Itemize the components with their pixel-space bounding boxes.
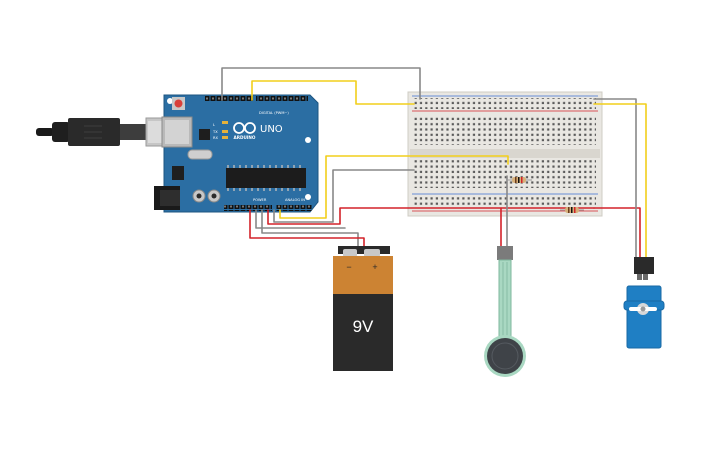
wire-red-rail[interactable]: [267, 207, 595, 225]
wire-gray-sensor[interactable]: [273, 169, 415, 223]
battery-minus-label: −: [346, 262, 351, 272]
breadboard-icon[interactable]: [407, 91, 603, 217]
l-led-label: L: [213, 123, 215, 127]
servo-motor-icon[interactable]: [623, 257, 665, 349]
wire-red-battery[interactable]: [249, 209, 365, 247]
wire-gray-power-2[interactable]: [261, 209, 359, 247]
resistor-rail-icon[interactable]: [560, 207, 584, 213]
wire-yellow-top[interactable]: [251, 80, 415, 105]
wire-yellow-sensor[interactable]: [279, 155, 509, 219]
wire-gray-top[interactable]: [221, 67, 421, 101]
battery-9v-icon[interactable]: − + 9V: [333, 246, 393, 371]
battery-plus-label: +: [372, 262, 377, 272]
wire-gray-servo[interactable]: [593, 98, 637, 259]
power-pins-label: POWER: [253, 198, 267, 202]
wire-yellow-servo[interactable]: [593, 103, 647, 259]
wires: [221, 67, 647, 259]
arduino-model-label: UNO: [260, 124, 283, 135]
rx-led-label: RX: [213, 136, 218, 140]
wire-gray-power-1[interactable]: [255, 209, 346, 229]
force-sensor-icon[interactable]: [484, 246, 526, 377]
digital-pins-label: DIGITAL (PWM~): [259, 111, 289, 115]
arduino-uno-icon[interactable]: ARDUINO UNO DIGITAL (PWM~) POWER ANALOG …: [154, 94, 319, 213]
analog-pins-label: ANALOG IN: [285, 198, 305, 202]
arduino-brand-label: ARDUINO: [234, 135, 256, 140]
arduino-logo-icon: [233, 122, 256, 134]
resistor-icon[interactable]: [506, 177, 532, 183]
wire-red-servo[interactable]: [593, 207, 641, 259]
tx-led-label: TX: [212, 130, 218, 134]
battery-voltage-label: 9V: [353, 317, 374, 336]
